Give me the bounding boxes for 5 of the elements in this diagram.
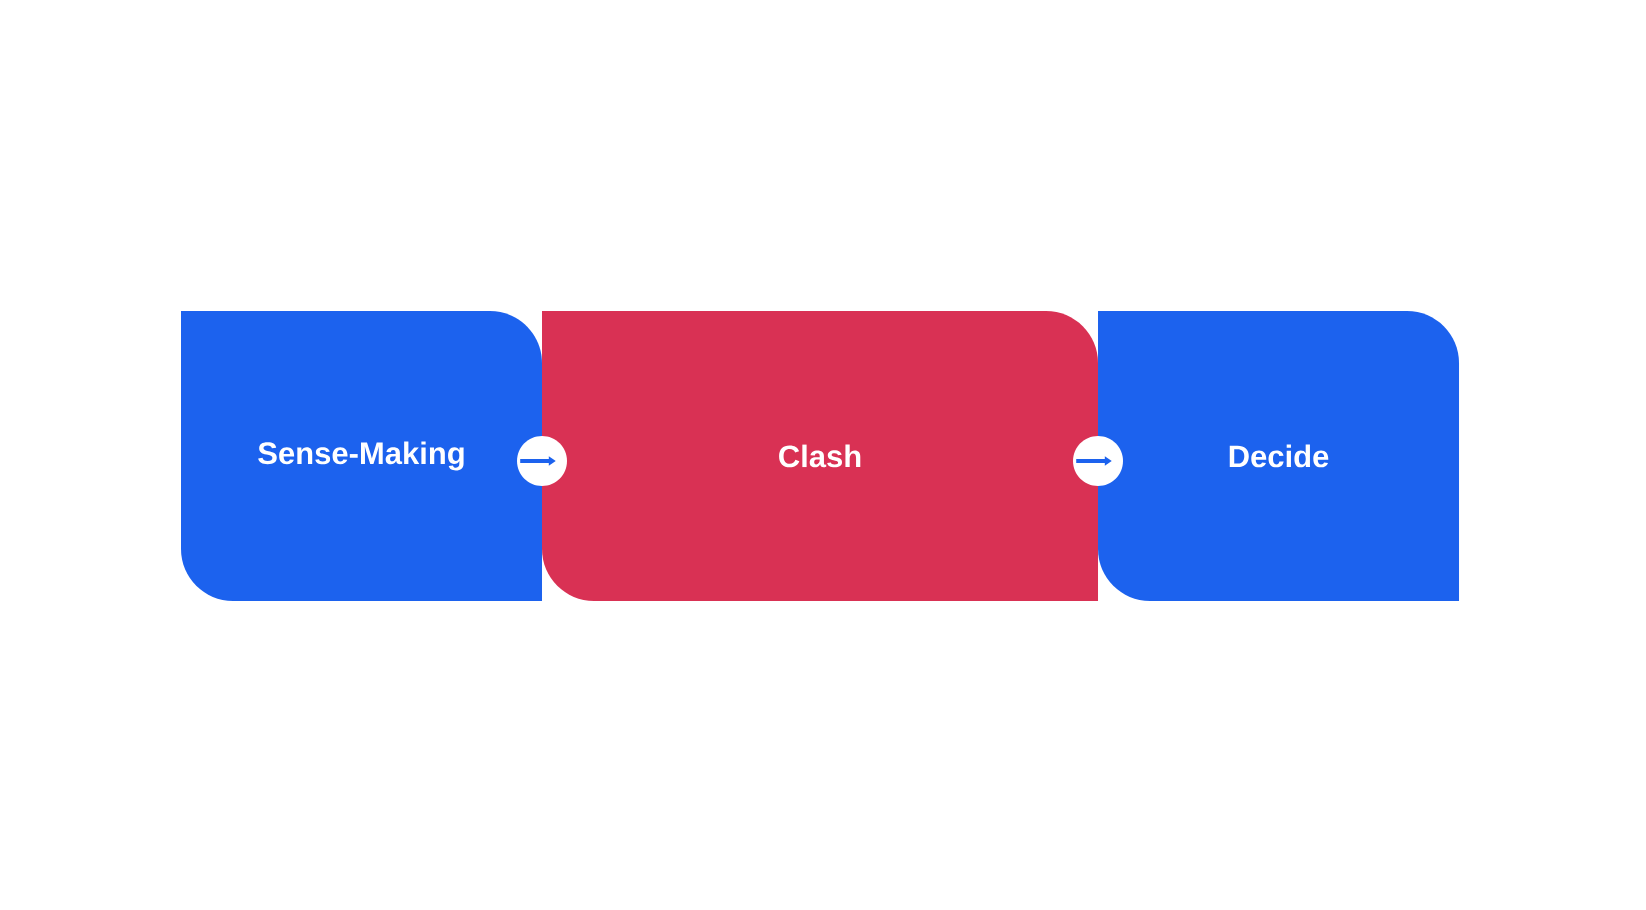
arrow [1073, 436, 1123, 486]
process-box: Decide [1098, 311, 1459, 601]
process-box: Sense-Making [181, 311, 542, 601]
process-box: Clash [542, 311, 1098, 601]
arrow [517, 436, 567, 486]
